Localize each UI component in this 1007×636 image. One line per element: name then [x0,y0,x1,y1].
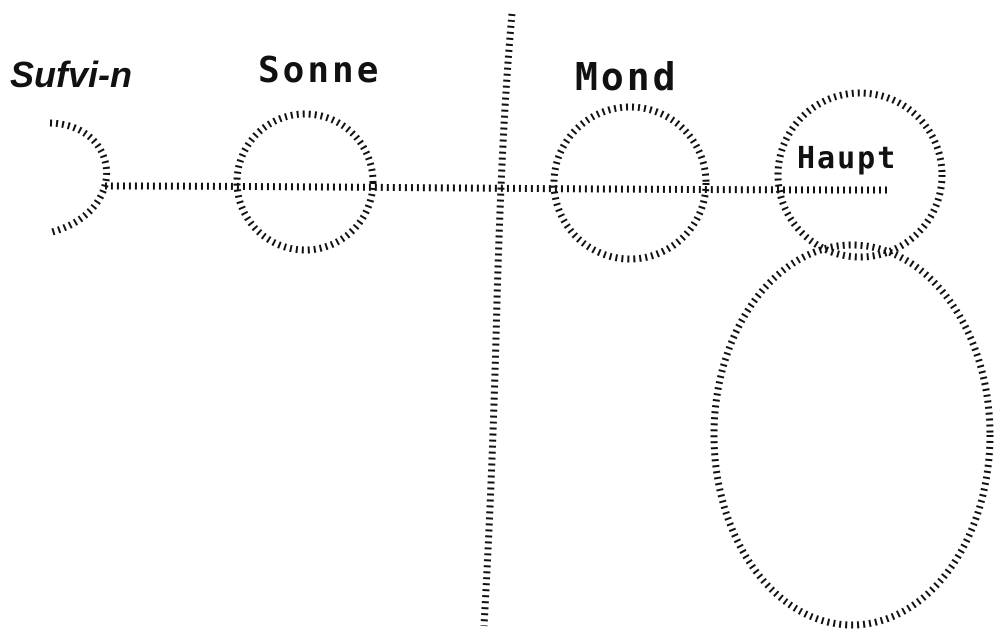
vertical-divider-line [484,14,512,626]
sonne-label: Sonne [258,50,381,91]
mond-circle [554,107,706,259]
haupt-label: Haupt [797,141,897,176]
sonne-circle [237,114,373,250]
sufvin-label: Sufvi-n [10,54,132,96]
crescent-shape [50,123,107,232]
body-oval [714,245,990,625]
mond-label: Mond [575,55,679,99]
